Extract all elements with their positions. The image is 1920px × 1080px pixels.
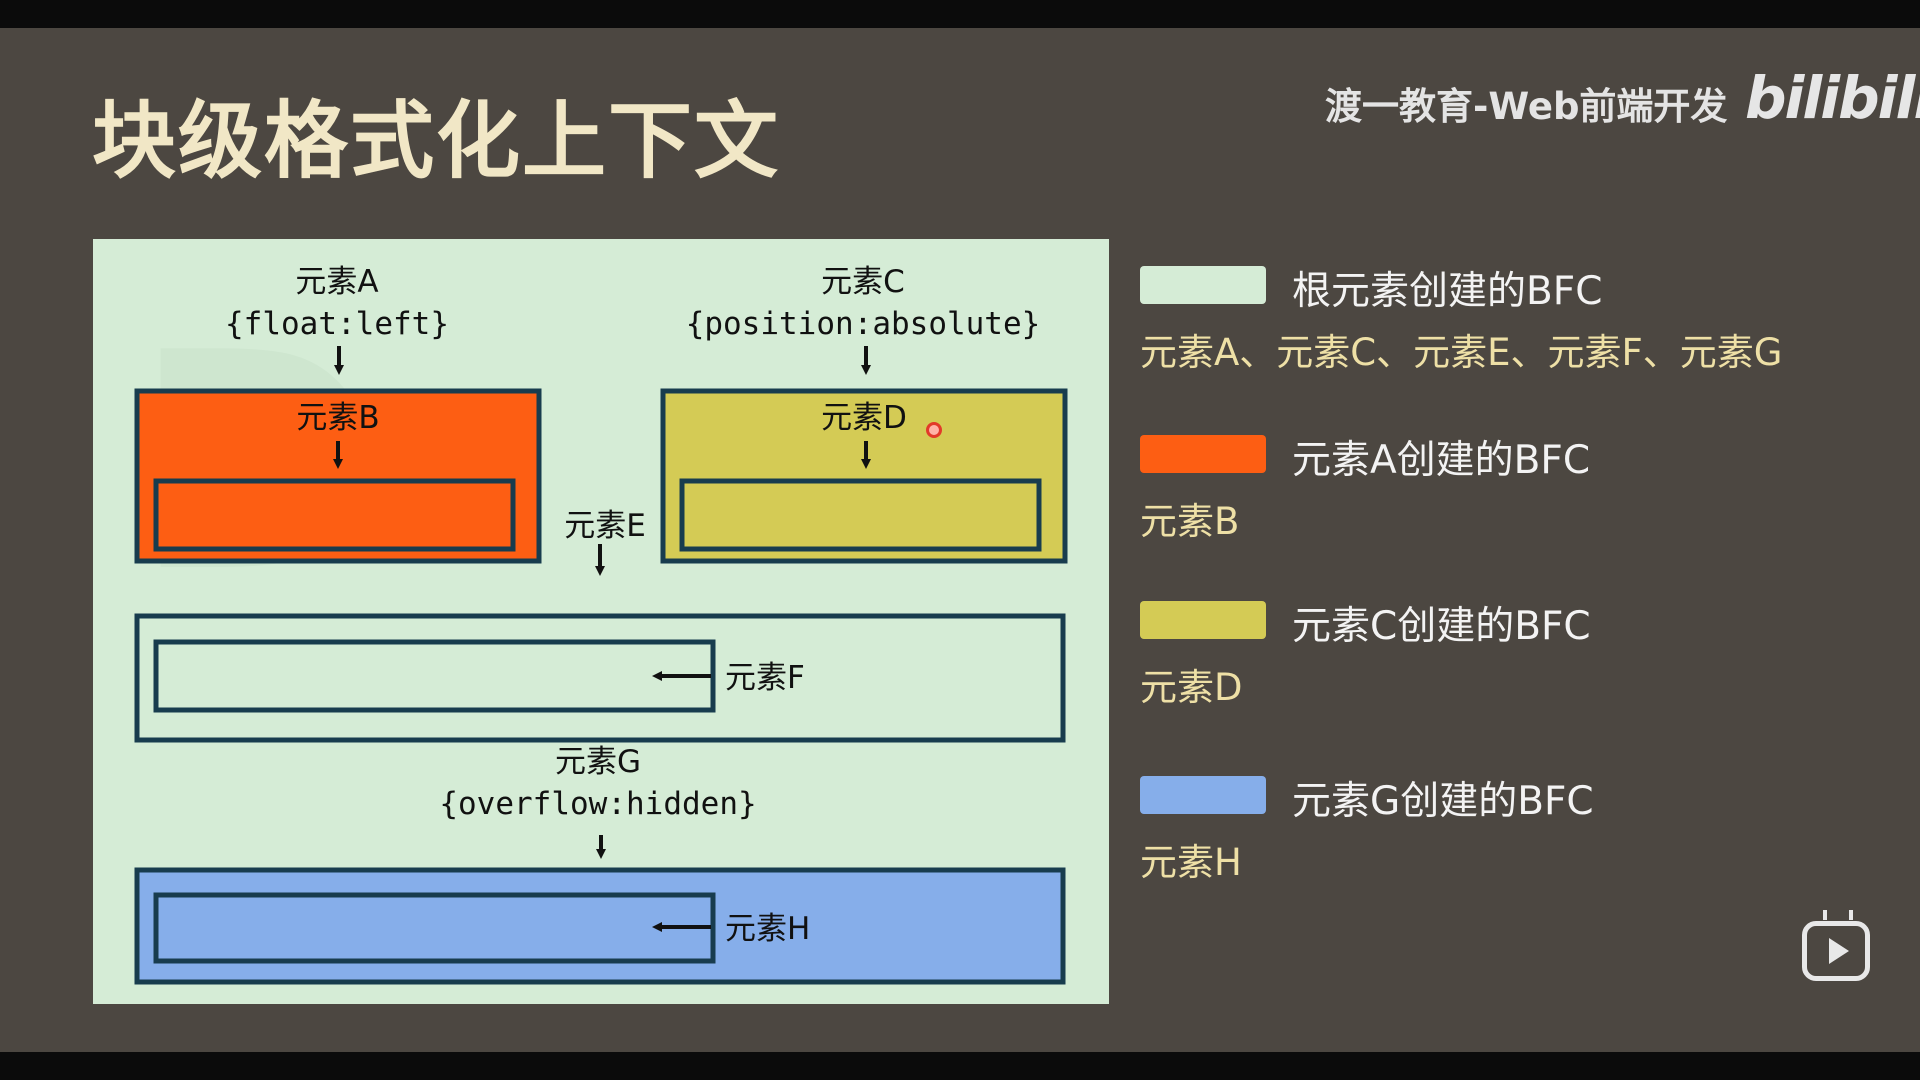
legend-members-root: 元素A、元素C、元素E、元素F、元素G [1140, 331, 1783, 374]
element-a-style: {float:left} [225, 306, 449, 342]
legend-label-a: 元素A创建的BFC [1292, 438, 1591, 483]
element-b-label: 元素B [296, 400, 379, 436]
legend-members-a: 元素B [1140, 500, 1240, 543]
element-f-label: 元素F [725, 660, 805, 696]
bfc-diagram-panel: D 元素A {float:left} 元素B 元素C {position:abs… [93, 239, 1109, 1004]
play-icon[interactable] [1802, 921, 1870, 981]
letterbox-bottom [0, 1052, 1920, 1080]
element-c-style: {position:absolute} [686, 306, 1041, 342]
element-h-label: 元素H [725, 911, 810, 947]
slide: 块级格式化上下文 渡一教育-Web前端开发 bilibili D 元素A {fl… [0, 28, 1920, 1052]
legend-label-g: 元素G创建的BFC [1292, 779, 1594, 824]
element-e-label: 元素E [564, 508, 646, 544]
letterbox-top [0, 0, 1920, 28]
element-d-label: 元素D [821, 400, 907, 436]
legend-swatch-a [1140, 435, 1266, 473]
legend-label-c: 元素C创建的BFC [1292, 604, 1591, 649]
element-g-label: 元素G [555, 744, 641, 780]
brand-text: 渡一教育-Web前端开发 [1325, 85, 1728, 128]
element-b-box [153, 478, 516, 552]
element-c-label: 元素C [821, 264, 905, 300]
slide-title: 块级格式化上下文 [92, 92, 781, 190]
element-d-box [679, 478, 1042, 552]
bilibili-logo: bilibili [1745, 64, 1920, 132]
cursor-dot-icon [926, 422, 942, 438]
legend-label-root: 根元素创建的BFC [1292, 269, 1603, 314]
element-g-style: {overflow:hidden} [439, 786, 756, 822]
legend-swatch-c [1140, 601, 1266, 639]
bfc-diagram: 元素A {float:left} 元素B 元素C {position:absol… [134, 264, 1068, 985]
legend-swatch-g [1140, 776, 1266, 814]
legend-members-g: 元素H [1140, 841, 1242, 884]
legend-swatch-root [1140, 266, 1266, 304]
element-h-box [153, 892, 716, 964]
element-a-label: 元素A [295, 264, 378, 300]
element-f-box [153, 639, 716, 713]
legend-members-c: 元素D [1140, 666, 1243, 709]
